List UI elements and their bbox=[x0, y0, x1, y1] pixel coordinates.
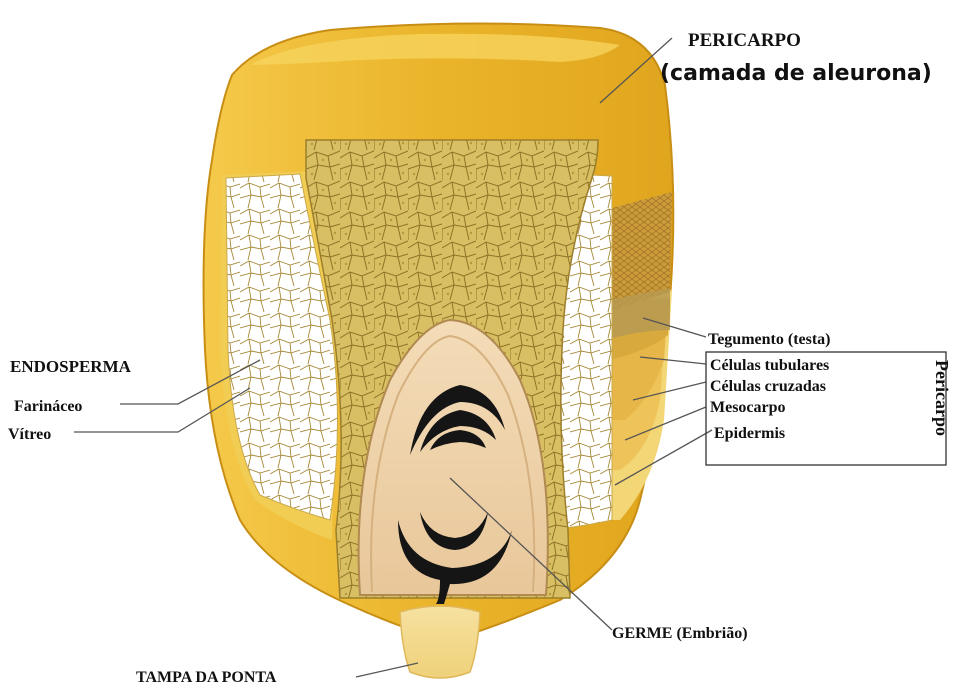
label-germe: GERME (Embrião) bbox=[612, 625, 748, 642]
label-pericarpo-top: PERICARPO bbox=[688, 30, 801, 51]
label-endosperma: ENDOSPERMA bbox=[10, 357, 132, 376]
label-vitreo: Vítreo bbox=[8, 426, 51, 443]
label-pericarpo-side: Pericarpo bbox=[932, 360, 952, 436]
label-tegumento: Tegumento (testa) bbox=[708, 331, 831, 348]
label-epidermis: Epidermis bbox=[714, 425, 785, 442]
label-aleurona: (camada de aleurona) bbox=[660, 61, 932, 86]
label-mesocarpo: Mesocarpo bbox=[710, 399, 786, 416]
label-cruzadas: Células cruzadas bbox=[710, 378, 826, 395]
label-tubulares: Células tubulares bbox=[710, 357, 829, 374]
label-tampa: TAMPA DA PONTA bbox=[136, 669, 277, 686]
tip-cap bbox=[400, 606, 480, 678]
label-farinaceo: Farináceo bbox=[14, 398, 82, 415]
